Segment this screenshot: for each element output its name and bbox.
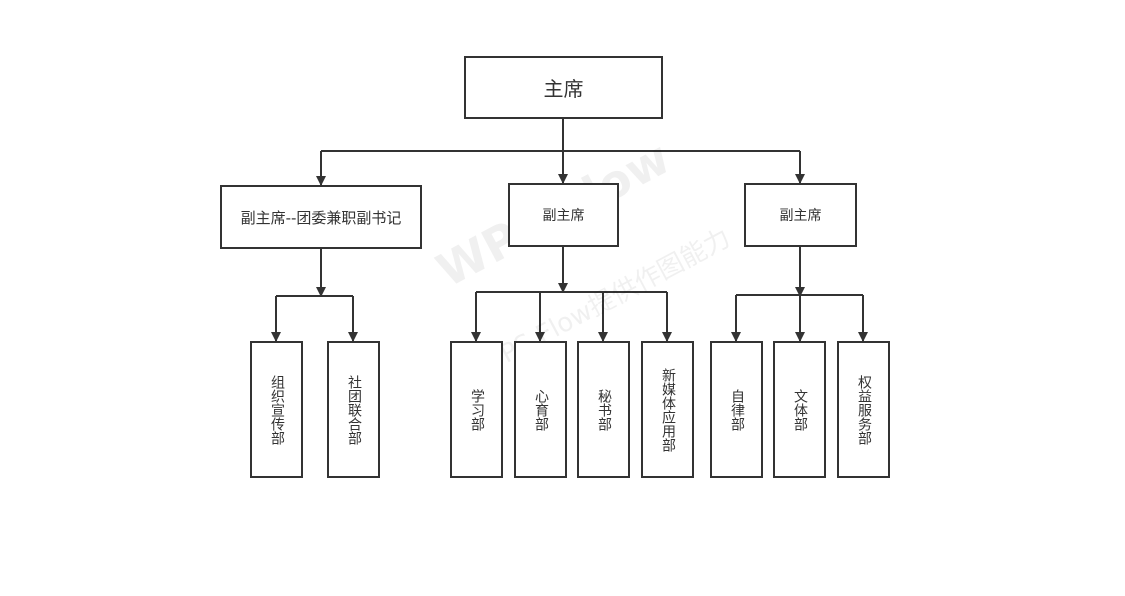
department-label: 社团联合部 <box>346 374 362 445</box>
vice-chair-box-1[interactable]: 副主席--团委兼职副书记 <box>220 185 422 249</box>
department-label: 心育部 <box>533 388 549 431</box>
vice-chair-label-1: 副主席--团委兼职副书记 <box>240 208 402 227</box>
vice-chair-box-3[interactable]: 副主席 <box>744 183 857 247</box>
department-label: 新媒体应用部 <box>660 367 676 452</box>
department-label: 学习部 <box>469 388 485 431</box>
department-box[interactable]: 学习部 <box>450 341 503 478</box>
department-box[interactable]: 心育部 <box>514 341 567 478</box>
department-box[interactable]: 组织宣传部 <box>250 341 303 478</box>
department-label: 组织宣传部 <box>269 374 285 445</box>
department-box[interactable]: 文体部 <box>773 341 826 478</box>
vice-chair-label-3: 副主席 <box>779 208 822 224</box>
department-label: 自律部 <box>729 388 745 431</box>
department-label: 文体部 <box>792 388 808 431</box>
department-box[interactable]: 新媒体应用部 <box>641 341 694 478</box>
vice-chair-box-2[interactable]: 副主席 <box>508 183 619 247</box>
department-label: 秘书部 <box>596 388 612 431</box>
department-box[interactable]: 权益服务部 <box>837 341 890 478</box>
chairman-box[interactable]: 主席 <box>464 56 663 119</box>
department-box[interactable]: 社团联合部 <box>327 341 380 478</box>
department-box[interactable]: 自律部 <box>710 341 763 478</box>
chairman-label: 主席 <box>543 77 584 101</box>
vice-chair-label-2: 副主席 <box>542 208 585 224</box>
department-box[interactable]: 秘书部 <box>577 341 630 478</box>
department-label: 权益服务部 <box>856 374 872 445</box>
